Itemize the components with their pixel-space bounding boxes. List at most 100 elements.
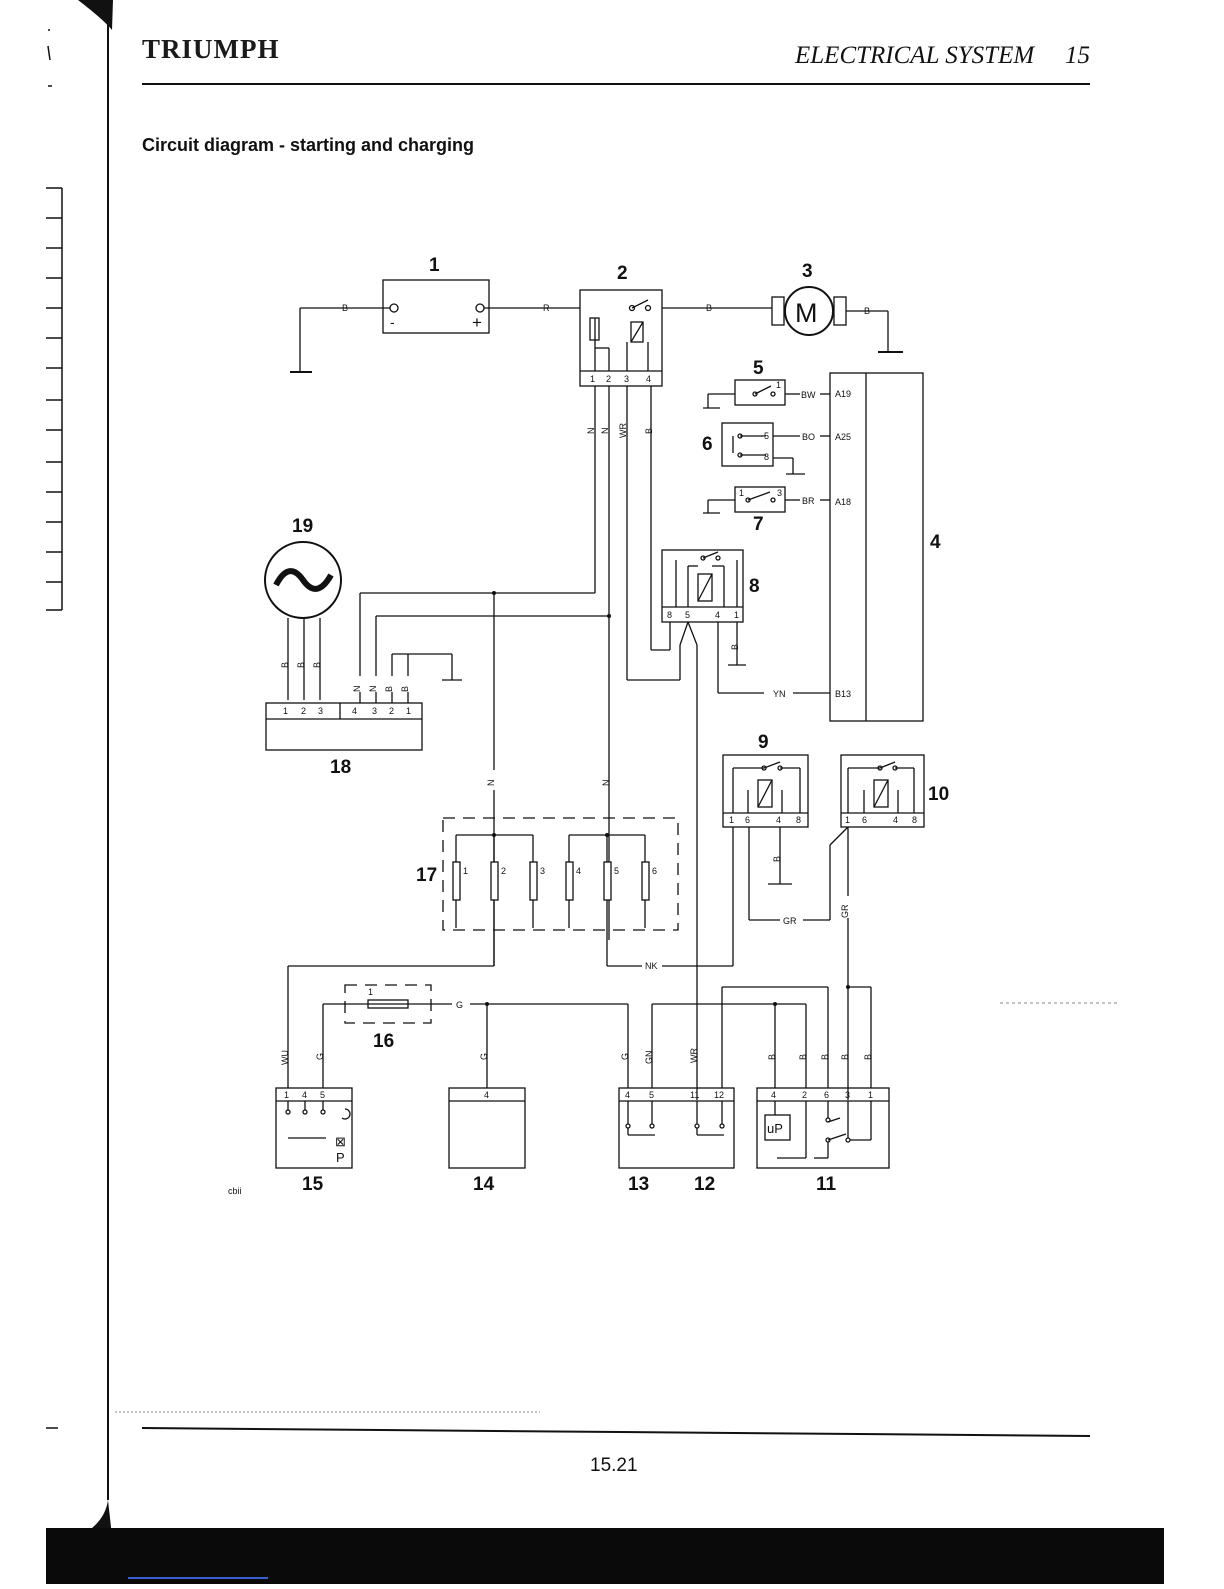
control-unit-11 xyxy=(756,1087,890,1169)
relay-9-pin-6: 6 xyxy=(745,815,750,825)
component-number-2: 2 xyxy=(617,263,628,284)
fuse-label: 1 xyxy=(368,987,373,997)
relay-10-pin-6: 6 xyxy=(862,815,867,825)
wire-label-bottom-g1: G xyxy=(315,1053,325,1060)
switch-6-pin-5: 5 xyxy=(764,431,769,441)
switch-7 xyxy=(703,486,830,514)
wire-label-relay-motor: B xyxy=(706,303,712,313)
relay-pin-3: 3 xyxy=(624,374,629,384)
regulator-rectifier xyxy=(265,653,462,751)
wire-label-c18-4: B xyxy=(400,686,410,692)
block-13-pin-4: 4 xyxy=(625,1090,630,1100)
cube-pin-1: 1 xyxy=(284,1090,289,1100)
wire-label-bottom-b3: B xyxy=(820,1054,830,1060)
switch-block-13-12 xyxy=(618,1087,735,1169)
relay-9-pin-1: 1 xyxy=(729,815,734,825)
block-12-pin-11: 11 xyxy=(690,1090,699,1100)
battery xyxy=(290,279,580,373)
component-number-12: 12 xyxy=(694,1174,715,1195)
reg-pin-3: 3 xyxy=(318,706,323,716)
bottom-wiring xyxy=(651,986,872,1088)
relay-pin-2: 2 xyxy=(606,374,611,384)
junction-dot xyxy=(846,985,850,989)
component-number-6: 6 xyxy=(702,434,713,455)
wire-label-n2: N xyxy=(601,780,611,787)
wire-label-c5: BW xyxy=(801,390,816,400)
relay-8-pin-8: 8 xyxy=(667,610,672,620)
ecm-pin-b13: B13 xyxy=(835,689,851,699)
component-number-19: 19 xyxy=(292,516,313,537)
starter-relay xyxy=(579,289,772,387)
wire-label-bottom-b1: B xyxy=(767,1054,777,1060)
wire-label-c9-b: B xyxy=(772,856,782,862)
injector-group xyxy=(442,817,679,966)
reg-pin-3b: 3 xyxy=(372,706,377,716)
relay-10-pin-8: 8 xyxy=(912,815,917,825)
battery-negative-sign: - xyxy=(390,314,395,330)
brand-logo: TRIUMPH xyxy=(142,34,280,64)
component-number-18: 18 xyxy=(330,757,351,778)
relay-8 xyxy=(661,549,830,694)
box-14-pin: 4 xyxy=(484,1090,489,1100)
wire-label-gr2: GR xyxy=(840,904,850,918)
wire-label-g-fuse: G xyxy=(456,1000,463,1010)
relay-2-wiring xyxy=(359,386,698,1100)
wire-label-c2-4: B xyxy=(644,428,654,434)
wire-label-bottom-b4: B xyxy=(840,1054,850,1060)
microprocessor-label: uP xyxy=(767,1121,783,1136)
injector-label-5: 5 xyxy=(614,866,619,876)
component-number-8: 8 xyxy=(749,576,760,597)
section-title: Circuit diagram - starting and charging xyxy=(142,135,475,155)
switch-6 xyxy=(721,422,830,475)
relay-8-pin-5: 5 xyxy=(685,610,690,620)
reg-pin-2b: 2 xyxy=(389,706,394,716)
ecm-pin-a25: A25 xyxy=(835,432,851,442)
cube-pin-5: 5 xyxy=(320,1090,325,1100)
junction-dot xyxy=(485,1002,489,1006)
component-box-14 xyxy=(448,1087,526,1169)
junction-dot xyxy=(607,614,611,618)
component-number-10: 10 xyxy=(928,784,949,805)
wire-label-c19-2: B xyxy=(296,662,306,668)
wire-label-c2-2: N xyxy=(600,428,610,435)
wire-label-c19-1: B xyxy=(280,662,290,668)
wire-label-bottom-b5: B xyxy=(863,1054,873,1060)
component-number-1: 1 xyxy=(429,255,440,276)
reg-pin-1: 1 xyxy=(283,706,288,716)
ecm-pin-a19: A19 xyxy=(835,389,851,399)
switch-cube xyxy=(275,1087,353,1169)
component-number-13: 13 xyxy=(628,1174,649,1195)
switch-7-pin-1: 1 xyxy=(739,488,744,498)
component-number-5: 5 xyxy=(753,358,764,379)
injector-label-6: 6 xyxy=(652,866,657,876)
feed-wire-15 xyxy=(287,965,494,1088)
component-number-16: 16 xyxy=(373,1031,394,1052)
junction-dot xyxy=(492,833,496,837)
unit-11-pin-4: 4 xyxy=(771,1090,776,1100)
reg-pin-4: 4 xyxy=(352,706,357,716)
junction-dot xyxy=(773,1002,777,1006)
wire-label-bottom-g2: G xyxy=(479,1053,489,1060)
relay-9 xyxy=(722,754,849,966)
wire-label-bottom-g3: G xyxy=(620,1053,630,1060)
wire-label-batt-relay: R xyxy=(543,303,550,313)
relay-pin-4: 4 xyxy=(646,374,651,384)
cross-icon: ⊠ xyxy=(335,1134,346,1149)
component-number-3: 3 xyxy=(802,261,813,282)
wire-label-motor-gnd: B xyxy=(864,306,870,316)
relay-10-pin-1: 1 xyxy=(845,815,850,825)
starter-motor xyxy=(771,286,903,353)
wire-label-c8-b: B xyxy=(730,644,740,650)
footer-rule xyxy=(141,1427,1091,1437)
wire-label-c18-2: N xyxy=(368,686,378,693)
switch-5 xyxy=(703,379,830,409)
wire-label-c19-3: B xyxy=(312,662,322,668)
relay-9-pin-4: 4 xyxy=(776,815,781,825)
wire-label-bottom-wr: WR xyxy=(689,1048,699,1063)
relay-pin-1: 1 xyxy=(590,374,595,384)
fuse-16 xyxy=(322,984,629,1088)
wire-label-nk: NK xyxy=(645,961,658,971)
reg-pin-2: 2 xyxy=(301,706,306,716)
wire-label-gr1: GR xyxy=(783,916,797,926)
wire-label-batt-gnd: B xyxy=(342,303,348,313)
